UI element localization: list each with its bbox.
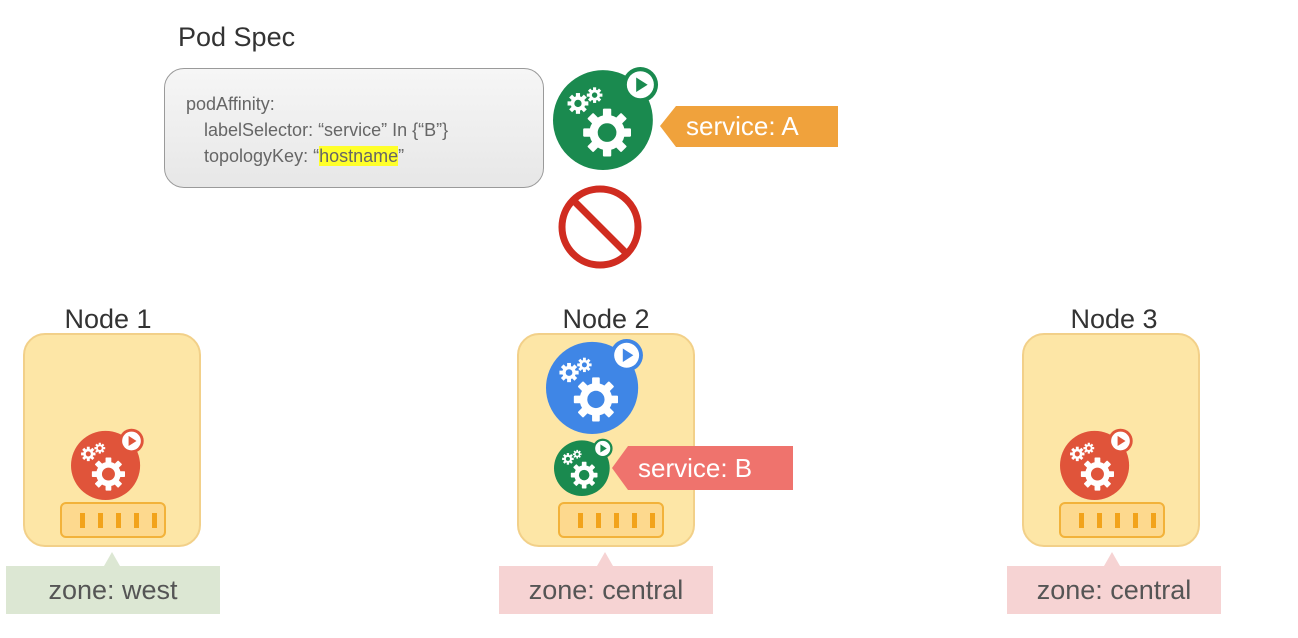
topology-key-suffix: ”: [398, 146, 405, 166]
prohibited-icon: [558, 185, 642, 269]
node-2-zone: zone: central: [499, 566, 713, 614]
topology-key-highlight: hostname: [319, 146, 399, 166]
green-pod-icon: [551, 66, 659, 170]
node-3-title: Node 3: [1070, 304, 1158, 334]
service-a-pointer: [660, 106, 676, 147]
node-1-title: Node 1: [64, 304, 152, 334]
red-pod-icon: [70, 428, 144, 500]
red-pod-icon: [1059, 428, 1133, 500]
service-a-label: service: A: [676, 106, 838, 147]
spec-line-pod-affinity: podAffinity:: [186, 94, 275, 114]
service-b-label: service: B: [628, 446, 793, 490]
zone-central-pointer-2: [597, 552, 613, 566]
green-pod-small-icon: [551, 438, 615, 496]
node-3-port: [1059, 502, 1165, 538]
spec-line-topology-key: topologyKey: “hostname”: [204, 146, 404, 167]
pod-spec-title: Pod Spec: [178, 22, 296, 52]
node-2-title: Node 2: [562, 304, 650, 334]
node-2-port: [558, 502, 664, 538]
blue-pod-icon: [543, 338, 645, 434]
node-1-zone: zone: west: [6, 566, 220, 614]
topology-key-prefix: topologyKey: “: [204, 146, 320, 166]
zone-central-pointer-3: [1104, 552, 1120, 566]
node-1-port: [60, 502, 166, 538]
service-b-pointer: [612, 446, 628, 490]
spec-line-label-selector: labelSelector: “service” In {“B”}: [204, 120, 449, 140]
zone-west-pointer: [104, 552, 120, 566]
node-3-zone: zone: central: [1007, 566, 1221, 614]
pod-spec-box: [164, 68, 544, 188]
